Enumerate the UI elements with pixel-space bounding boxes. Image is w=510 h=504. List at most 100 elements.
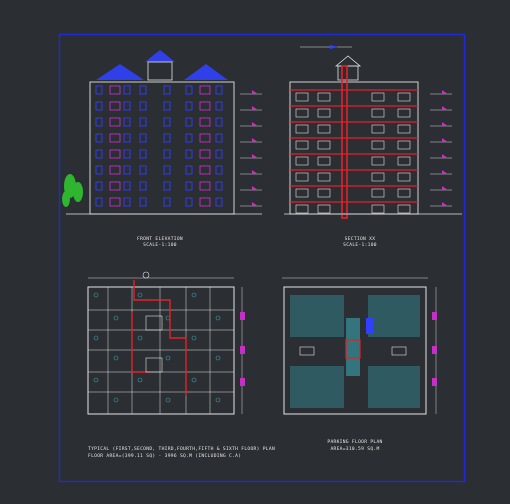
window-marker [240, 312, 245, 320]
section-opening [397, 156, 411, 166]
window [123, 181, 131, 191]
section-opening [295, 124, 309, 134]
parking-room [391, 346, 407, 356]
level-marker-icon [442, 202, 448, 206]
window [185, 149, 193, 159]
section-opening [371, 172, 385, 182]
window [215, 101, 223, 111]
level-marker-icon [442, 138, 448, 142]
fixture-icon [215, 315, 221, 321]
fixture-icon [113, 355, 119, 361]
window [95, 85, 103, 95]
level-marker-icon [442, 90, 448, 94]
section-opening [397, 172, 411, 182]
window [109, 165, 121, 175]
window [215, 133, 223, 143]
window [123, 133, 131, 143]
section-opening [295, 92, 309, 102]
window-marker [240, 378, 245, 386]
typical-plan-title: TYPICAL (FIRST,SECOND, THIRD,FOURTH,FIFT… [88, 446, 275, 452]
window [109, 101, 121, 111]
window [199, 149, 211, 159]
parking-core [346, 318, 360, 376]
section-opening [397, 92, 411, 102]
window [163, 181, 171, 191]
window [109, 197, 121, 207]
parking-plan-area: AREA=310.59 SQ.M [330, 446, 379, 452]
window [163, 117, 171, 127]
sheet-frame [58, 33, 466, 483]
parking-bay-area [290, 295, 344, 337]
section-opening [371, 156, 385, 166]
stair-tower [147, 61, 173, 81]
plan-core-walls [133, 280, 187, 396]
window [163, 101, 171, 111]
fixture-icon [113, 397, 119, 403]
parking-plan-title: PARKING FLOOR PLAN [327, 439, 382, 445]
section-drawing: SECTION XX SCALE-1:100 [284, 45, 462, 248]
fixture-icon [137, 377, 143, 383]
fixture-icon [165, 397, 171, 403]
section-opening [295, 156, 309, 166]
window [199, 101, 211, 111]
section-opening [371, 188, 385, 198]
grid-bubble-icon [142, 271, 150, 279]
window [95, 181, 103, 191]
window [215, 165, 223, 175]
window [139, 197, 147, 207]
fixture-icon [191, 292, 197, 298]
level-marker-icon [442, 170, 448, 174]
fixture-icon [93, 377, 99, 383]
window [95, 117, 103, 127]
plan-outline [87, 286, 235, 415]
window [163, 165, 171, 175]
plan-window-markers [240, 312, 245, 386]
level-marker-icon [252, 186, 258, 190]
window [215, 117, 223, 127]
plan-lift-walls [131, 312, 150, 373]
section-opening [371, 140, 385, 150]
window [109, 149, 121, 159]
window [123, 117, 131, 127]
front-elevation-title: FRONT ELEVATION [137, 236, 183, 242]
typical-floor-plan: TYPICAL (FIRST,SECOND, THIRD,FOURTH,FIFT… [87, 271, 275, 459]
fixture-icon [215, 397, 221, 403]
level-marker-icon [252, 154, 258, 158]
window [109, 181, 121, 191]
window-marker [240, 346, 245, 354]
section-opening [397, 204, 411, 214]
fixture-icon [191, 335, 197, 341]
window [95, 101, 103, 111]
lift-shaft [145, 315, 163, 331]
window [185, 197, 193, 207]
section-opening [295, 188, 309, 198]
window [199, 165, 211, 175]
section-level-markers [430, 90, 452, 207]
left-roof [96, 64, 144, 80]
parking-bay-area [290, 366, 344, 408]
window [139, 181, 147, 191]
window [185, 181, 193, 191]
elevation-level-markers [240, 90, 262, 207]
front-elevation-scale: SCALE-1:100 [143, 242, 177, 248]
parking-floor-plan: PARKING FLOOR PLAN AREA=310.59 SQ.M [282, 277, 437, 452]
window [199, 117, 211, 127]
fixture-icon [93, 335, 99, 341]
window [185, 101, 193, 111]
window [139, 101, 147, 111]
section-opening [295, 108, 309, 118]
level-marker-icon [252, 202, 258, 206]
arrow-icon [330, 45, 338, 49]
window [163, 149, 171, 159]
section-opening [397, 108, 411, 118]
window [199, 197, 211, 207]
window [123, 101, 131, 111]
level-marker-icon [252, 170, 258, 174]
level-marker-icon [442, 122, 448, 126]
lift-shaft [145, 357, 163, 373]
plan-rooms [87, 286, 235, 415]
window [109, 85, 121, 95]
tree-icon [62, 174, 83, 207]
section-opening [317, 124, 331, 134]
parking-stair [345, 339, 361, 359]
